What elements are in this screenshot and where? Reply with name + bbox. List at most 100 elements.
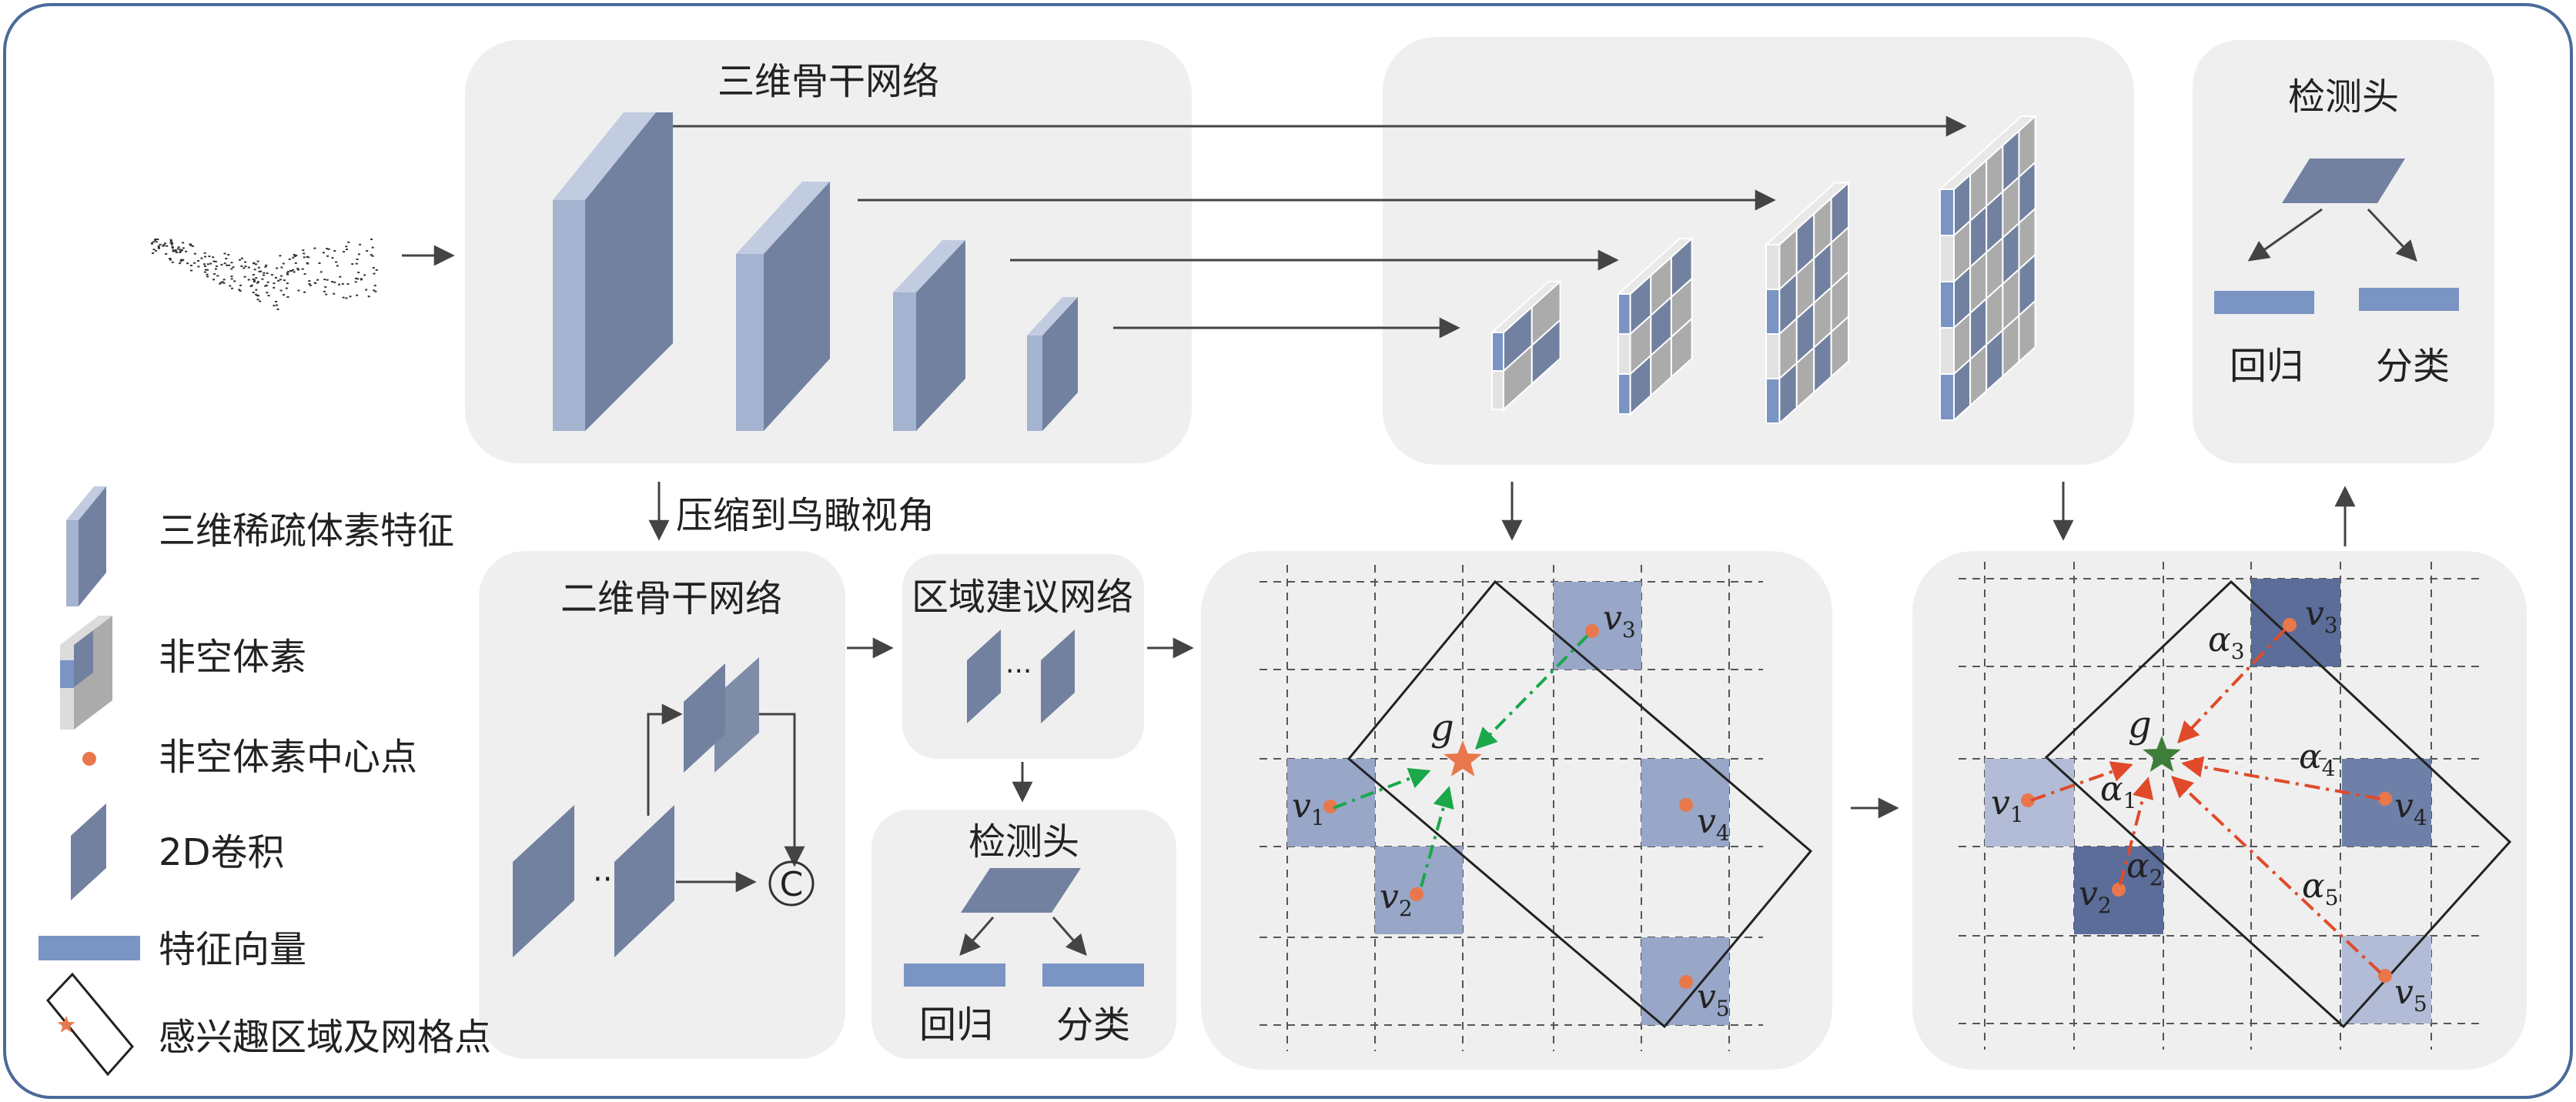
alpha-label-1: α [2100, 770, 2123, 809]
head-plane-icon [2282, 159, 2405, 203]
v-label-right-3: v [2305, 594, 2324, 633]
detect-head-top: 检测头 回归 分类 [2214, 75, 2459, 388]
head-plane-icon-bottom [961, 868, 1081, 913]
compress-label: 压缩到鸟瞰视角 [676, 494, 935, 537]
alpha-label-3: α [2208, 620, 2231, 660]
svg-text:α4: α4 [2299, 737, 2336, 781]
feature-block-4 [1027, 297, 1078, 431]
legend-label-3: 非空体素中心点 [159, 736, 417, 779]
reg-feature-vector-bottom [904, 963, 1005, 987]
rpn-title: 区域建议网络 [912, 576, 1133, 619]
detect-head-bottom: 检测头 回归 分类 [904, 820, 1144, 1047]
v-label-left-3: v [1603, 599, 1622, 638]
v-sub-right-1: 1 [2010, 802, 2024, 827]
v-sub-right-3: 3 [2324, 613, 2338, 638]
feature-block-3 [893, 240, 965, 431]
backbone-2d-panel [479, 551, 845, 1059]
backbone-3d-title: 三维骨干网络 [718, 60, 939, 103]
voxel-v3-left [1554, 582, 1641, 670]
backbone-3d-blocks [553, 112, 1078, 431]
grid-point-star-orange [1444, 740, 1482, 776]
rpn-conv-2 [1041, 629, 1075, 723]
v-label-right-4: v [2394, 786, 2414, 826]
flow-arrows [402, 115, 2356, 819]
grid-point-star-green [2143, 736, 2181, 772]
alpha-label-2: α [2126, 847, 2149, 886]
v-label-left-4: v [1697, 802, 1716, 841]
grid-point-label-left: g [1430, 706, 1454, 750]
sparse-voxel-feature-icon [66, 486, 106, 606]
svg-text:v1: v1 [1991, 783, 2024, 827]
reg-feature-vector [2214, 291, 2314, 314]
v-sub-right-5: 5 [2414, 991, 2427, 1017]
concat-icon [768, 860, 815, 907]
svg-text:v1: v1 [1292, 786, 1325, 830]
alpha-label-5: α [2302, 867, 2325, 906]
v-sub-right-4: 4 [2414, 805, 2427, 830]
rpn-panel [902, 554, 1144, 759]
v-label-left-1: v [1292, 786, 1311, 826]
legend-label-6: 感兴趣区域及网格点 [159, 1016, 491, 1059]
v-sub-left-5: 5 [1716, 996, 1730, 1021]
detect-head-title-top: 检测头 [2288, 75, 2399, 119]
roi-grid-left: g v1 v2 v3 v4 v5 [1260, 565, 1813, 1051]
svg-text:v4: v4 [1697, 802, 1730, 846]
svg-text:α2: α2 [2126, 847, 2163, 890]
sparse-voxel-grids [1490, 114, 2038, 426]
legend-label-5: 特征向量 [159, 928, 306, 971]
cls-feature-vector-bottom [1042, 963, 1144, 987]
detect-head-panel-bottom [871, 810, 1176, 1059]
svg-text:v2: v2 [2079, 874, 2112, 918]
roi-grid-point-icon [46, 972, 134, 1077]
svg-text:v5: v5 [1697, 977, 1730, 1021]
conv2d-block-1 [513, 805, 574, 957]
conv2d-block-2 [614, 805, 674, 957]
rpn-content: ··· [967, 629, 1075, 723]
alpha-sub-3: 3 [2231, 639, 2245, 664]
legend-label-2: 非空体素 [159, 636, 306, 679]
legend: 三维稀疏体素特征 非空体素 非空体素中心点 2D卷积 特征向量 感兴趣区域及网格… [38, 486, 491, 1077]
feature-vector-icon [38, 936, 140, 960]
roi-box-left [1347, 579, 1813, 1029]
concat-label: C [780, 865, 804, 904]
voxel-slab-2 [1616, 236, 1694, 416]
roi-box-right [2044, 579, 2512, 1029]
point-cloud-input [151, 239, 378, 310]
alpha-sub-5: 5 [2325, 885, 2339, 910]
cls-feature-vector [2359, 288, 2459, 311]
v-label-left-5: v [1697, 977, 1716, 1017]
feature-block-2 [736, 182, 830, 431]
alpha-sub-2: 2 [2149, 865, 2163, 890]
v-label-right-1: v [1991, 783, 2010, 823]
alpha-sub-4: 4 [2322, 756, 2336, 781]
voxel-slab-4 [1938, 114, 2038, 422]
svg-text:v4: v4 [2394, 786, 2427, 830]
cls-label-bottom: 分类 [1056, 1003, 1130, 1047]
svg-text:α1: α1 [2100, 770, 2137, 813]
conv2d-block-4 [714, 657, 759, 773]
non-empty-voxel-icon [60, 616, 112, 730]
alpha-label-4: α [2299, 737, 2322, 776]
svg-text:α5: α5 [2302, 867, 2339, 910]
svg-text:α3: α3 [2208, 620, 2245, 664]
roi-grid-right: g v1 v2 v3 v4 v5 α1 α2 α3 α4 α5 [1959, 562, 2512, 1050]
v-sub-left-2: 2 [1399, 896, 1413, 921]
grid-point-label-right: g [2128, 703, 2152, 746]
voxel-slab-1 [1490, 279, 1563, 412]
cls-label-top: 分类 [2376, 345, 2450, 388]
v-label-left-2: v [1380, 877, 1399, 917]
v-sub-right-2: 2 [2098, 893, 2112, 918]
svg-text:v3: v3 [2305, 594, 2338, 638]
alpha-sub-1: 1 [2123, 788, 2137, 813]
backbone-2d-content: ··· C [513, 657, 815, 957]
reg-label-top: 回归 [2230, 345, 2303, 388]
rpn-conv-1 [967, 629, 1001, 723]
conv2d-icon [71, 803, 106, 900]
v-sub-left-1: 1 [1311, 805, 1325, 830]
voxel-slab-3 [1764, 181, 1851, 426]
v-sub-left-3: 3 [1622, 617, 1636, 643]
v-label-right-5: v [2394, 973, 2414, 1012]
ellipsis-rpn: ··· [1005, 656, 1032, 687]
v-sub-left-4: 4 [1716, 820, 1730, 846]
legend-label-4: 2D卷积 [159, 831, 285, 874]
